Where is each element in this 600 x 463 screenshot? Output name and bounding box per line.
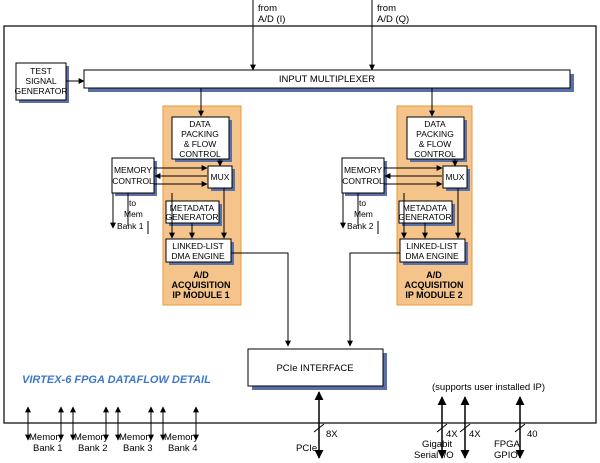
svg-text:Bank 1: Bank 1	[33, 443, 63, 454]
pcie-bus: 8X PCIe	[296, 391, 338, 459]
module-label-2: A/D ACQUISITION IP MODULE 2	[404, 270, 463, 300]
svg-text:MUX: MUX	[211, 172, 230, 182]
fpga-boundary	[3, 25, 597, 424]
svg-text:GENERATOR: GENERATOR	[14, 86, 67, 96]
test-signal-generator: TEST SIGNAL GENERATOR	[14, 62, 69, 103]
svg-text:A/D (Q): A/D (Q)	[377, 14, 409, 25]
mem-bank-label-2: to Mem Bank 2	[347, 198, 374, 231]
memory-bank-labels: Memory Bank 1 Memory Bank 2 Memory Bank …	[29, 432, 199, 454]
module-label-1: A/D ACQUISITION IP MODULE 1	[171, 270, 230, 300]
svg-text:CONTROL: CONTROL	[179, 149, 221, 159]
svg-text:Serial I/O: Serial I/O	[414, 450, 454, 461]
svg-text:PACKING: PACKING	[181, 129, 219, 139]
svg-text:METADATA: METADATA	[403, 203, 448, 213]
svg-text:40: 40	[527, 429, 538, 440]
svg-text:DATA: DATA	[189, 119, 211, 129]
svg-text:Memory: Memory	[119, 432, 154, 443]
svg-text:A/D (I): A/D (I)	[258, 14, 285, 25]
svg-text:Gigabit: Gigabit	[422, 439, 452, 450]
metadata-generator-block-2: METADATA GENERATOR	[398, 200, 455, 226]
svg-text:MUX: MUX	[446, 172, 465, 182]
svg-text:CONTROL: CONTROL	[414, 149, 456, 159]
mux-block-1: MUX	[207, 165, 235, 191]
svg-text:Bank 2: Bank 2	[347, 221, 374, 231]
svg-text:4X: 4X	[469, 429, 481, 440]
svg-text:ACQUISITION: ACQUISITION	[404, 280, 463, 290]
input-multiplexer: INPUT MULTIPLEXER	[83, 69, 574, 92]
mux-block-2: MUX	[442, 165, 470, 191]
gigabit-serial-io: 4X 4X Gigabit Serial I/O	[414, 396, 481, 461]
ad-i-input: from A/D (I)	[250, 0, 285, 71]
svg-text:MEMORY: MEMORY	[114, 165, 152, 175]
memory-control-block-2: MEMORY CONTROL	[341, 157, 387, 196]
svg-text:LINKED-LIST: LINKED-LIST	[406, 241, 458, 251]
svg-text:PCIe INTERFACE: PCIe INTERFACE	[276, 363, 353, 374]
svg-text:CONTROL: CONTROL	[342, 176, 384, 186]
svg-text:SIGNAL: SIGNAL	[25, 76, 56, 86]
linked-list-dma-block-1: LINKED-LIST DMA ENGINE	[165, 238, 234, 265]
data-packing-block-2: DATA PACKING & FLOW CONTROL	[406, 116, 467, 162]
svg-text:to: to	[359, 198, 366, 208]
linked-list-dma-block-2: LINKED-LIST DMA ENGINE	[399, 238, 468, 265]
memory-bank-arrows	[25, 406, 199, 441]
svg-text:GENERATOR: GENERATOR	[398, 212, 451, 222]
svg-text:Bank 1: Bank 1	[117, 221, 144, 231]
data-packing-block-1: DATA PACKING & FLOW CONTROL	[171, 116, 232, 162]
fpga-gpio: 40 FPGA GPIO	[494, 396, 538, 461]
svg-text:PCIe: PCIe	[296, 443, 317, 454]
svg-text:DATA: DATA	[424, 119, 446, 129]
diagram-title: VIRTEX-6 FPGA DATAFLOW DETAIL	[22, 374, 211, 386]
svg-text:Mem: Mem	[354, 209, 373, 219]
acquisition-module-2: DATA PACKING & FLOW CONTROL MEMORY CONTR…	[340, 88, 473, 306]
svg-text:from: from	[258, 3, 277, 14]
svg-text:Memory: Memory	[74, 432, 109, 443]
svg-text:Mem: Mem	[124, 209, 143, 219]
svg-text:INPUT MULTIPLEXER: INPUT MULTIPLEXER	[279, 74, 375, 85]
metadata-generator-block-1: METADATA GENERATOR	[165, 200, 222, 226]
svg-text:PACKING: PACKING	[416, 129, 454, 139]
svg-text:GPIO: GPIO	[494, 450, 518, 461]
svg-text:GENERATOR: GENERATOR	[165, 212, 218, 222]
svg-text:Bank 4: Bank 4	[168, 443, 198, 454]
acquisition-module-1: DATA PACKING & FLOW CONTROL MEMORY CONTR…	[110, 88, 242, 306]
svg-text:CONTROL: CONTROL	[112, 176, 154, 186]
ad-q-input: from A/D (Q)	[369, 0, 409, 71]
svg-text:TEST: TEST	[30, 66, 52, 76]
svg-text:to: to	[129, 198, 136, 208]
svg-text:& FLOW: & FLOW	[184, 139, 217, 149]
svg-text:ACQUISITION: ACQUISITION	[171, 280, 230, 290]
svg-text:METADATA: METADATA	[170, 203, 215, 213]
svg-text:MEMORY: MEMORY	[344, 165, 382, 175]
svg-text:from: from	[377, 3, 396, 14]
svg-text:Bank 3: Bank 3	[123, 443, 153, 454]
svg-text:A/D: A/D	[193, 270, 209, 280]
svg-text:DMA ENGINE: DMA ENGINE	[405, 251, 459, 261]
memory-control-block-1: MEMORY CONTROL	[111, 157, 157, 196]
svg-text:& FLOW: & FLOW	[419, 139, 452, 149]
pcie-interface: PCIe INTERFACE	[247, 348, 387, 390]
svg-text:Memory: Memory	[29, 432, 64, 443]
svg-text:IP MODULE 2: IP MODULE 2	[405, 290, 462, 300]
svg-text:4X: 4X	[446, 429, 458, 440]
svg-text:LINKED-LIST: LINKED-LIST	[172, 241, 224, 251]
svg-text:Memory: Memory	[164, 432, 199, 443]
svg-text:FPGA: FPGA	[494, 439, 521, 450]
svg-text:IP MODULE 1: IP MODULE 1	[172, 290, 229, 300]
svg-text:A/D: A/D	[426, 270, 442, 280]
svg-text:DMA ENGINE: DMA ENGINE	[171, 251, 225, 261]
user-ip-note: (supports user installed IP)	[432, 382, 545, 393]
svg-text:Bank 2: Bank 2	[78, 443, 108, 454]
mem-bank-label-1: to Mem Bank 1	[117, 198, 144, 231]
svg-text:8X: 8X	[326, 429, 338, 440]
